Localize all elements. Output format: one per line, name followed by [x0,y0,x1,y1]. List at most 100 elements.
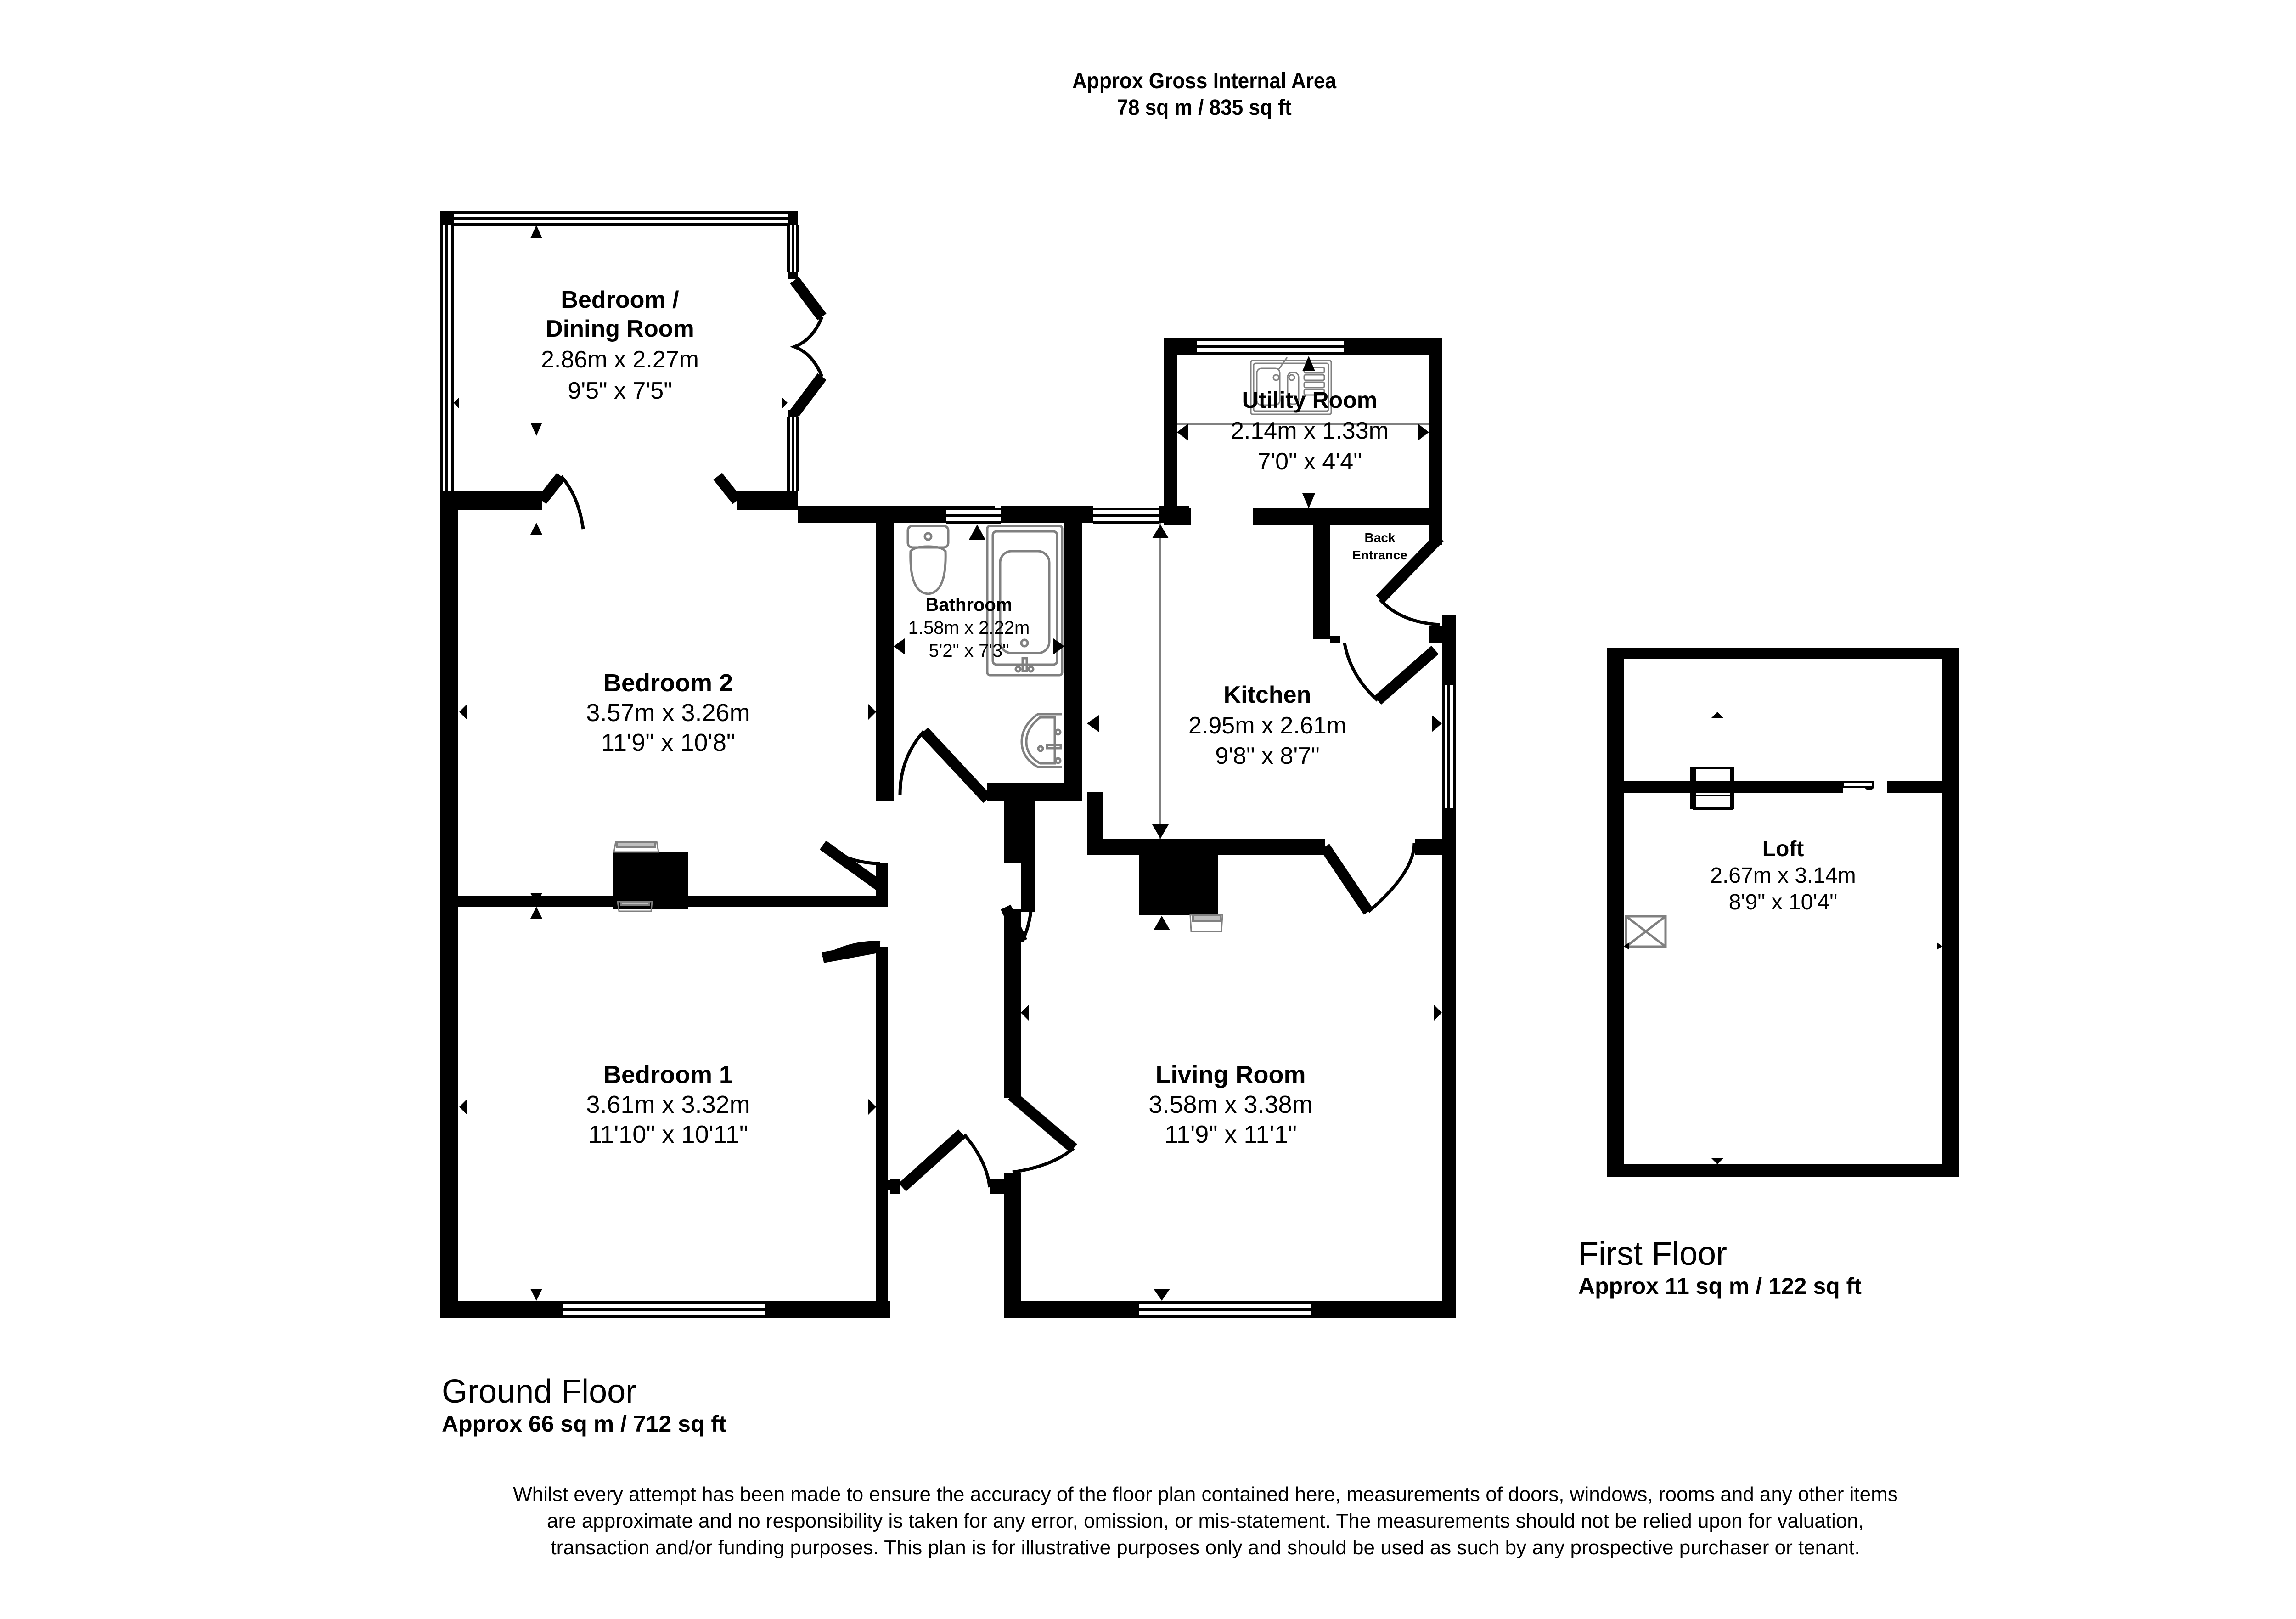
utility-room: Utility Room 2.14m x 1.33m 7'0" x 4'4" [1164,338,1442,545]
window-icon [1197,338,1344,355]
triangle-arrow-icon [530,225,542,238]
triangle-arrow-icon [454,397,459,409]
room-dimensions-imperial: 11'9" x 11'1" [1165,1121,1297,1148]
triangle-arrow-icon [1302,493,1315,508]
door-swing-icon[interactable] [822,941,882,963]
room-name: Bedroom 1 [603,1061,733,1089]
triangle-arrow-icon [1021,1004,1029,1021]
triangle-arrow-icon [1432,715,1442,732]
door-swing-icon[interactable] [1376,533,1444,626]
triangle-arrow-icon [459,1099,467,1115]
door-swing-icon[interactable] [1842,781,1874,790]
loft-hatch-icon [1625,915,1667,948]
triangle-arrow-icon [459,704,467,720]
corner-post [440,211,454,225]
room-name: Bedroom / [561,287,679,313]
triangle-arrow-icon [1154,916,1170,930]
gia-total-area: 78 sq m / 835 sq ft [1117,96,1292,120]
room-name: Loft [1762,837,1804,861]
loft-label: Loft 2.67m x 3.14m 8'9" x 10'4" [1607,836,1959,916]
triangle-arrow-icon [1711,1158,1723,1164]
room-dimensions-metric: 2.86m x 2.27m [541,346,699,373]
bedroom-2: Bedroom 2 3.57m x 3.26m 11'9" x 10'8" [459,523,876,905]
triangle-arrow-icon [1152,525,1169,538]
door-swing-icon[interactable] [1008,1091,1077,1174]
disclaimer-text: Whilst every attempt has been made to en… [513,1483,1898,1559]
window-icon [440,225,454,491]
room-dimensions-imperial: 8'9" x 10'4" [1728,890,1838,914]
triangle-arrow-icon [1937,942,1942,950]
room-dimensions-imperial: 11'10" x 10'11" [588,1121,748,1148]
first-floor-plan [1607,648,1959,1177]
window-icon [563,1301,765,1318]
room-name: Living Room [1156,1061,1306,1089]
window-icon [1093,508,1159,524]
ground-floor-plan: Bedroom / Dining Room 2.86m x 2.27m 9'5"… [440,211,1456,1318]
living-room: Living Room 3.58m x 3.38m 11'9" x 11'1" [1021,916,1442,1301]
triangle-arrow-icon [530,423,542,436]
bedroom-1: Bedroom 1 3.61m x 3.32m 11'10" x 10'11" [459,907,876,1301]
room-dimensions-metric: 2.95m x 2.61m [1188,712,1346,739]
room-dimensions-imperial: 5'2" x 7'3" [929,641,1009,661]
floor-area: Approx 11 sq m / 122 sq ft [1578,1273,1862,1299]
triangle-arrow-icon [1053,638,1064,654]
window-icon [787,410,799,491]
room-dimensions-imperial: 11'9" x 10'8" [601,729,735,756]
floor-title: First Floor [1578,1235,1727,1272]
corner-post [788,211,798,225]
window-icon [1442,685,1456,808]
front-door[interactable] [890,1129,1004,1194]
gross-internal-area: Approx Gross Internal Area 78 sq m / 835… [96,68,2296,121]
door-swing-icon[interactable] [819,841,884,891]
triangle-arrow-icon [1087,715,1099,732]
room-dimensions-imperial: 9'8" x 8'7" [1215,743,1319,769]
loft [1624,712,1942,1164]
door-swing-icon[interactable] [537,473,742,530]
loft-ladder-icon [1690,767,1734,810]
triangle-arrow-icon [1177,423,1188,441]
triangle-arrow-icon [894,638,905,654]
door-swing-icon[interactable] [1343,643,1439,705]
room-dimensions-metric: 2.14m x 1.33m [1231,417,1389,444]
room-dimensions-imperial: 9'5" x 7'5" [568,378,672,404]
triangle-arrow-icon [969,525,985,540]
triangle-arrow-icon [530,523,542,535]
room-name: Dining Room [546,316,694,342]
toilet-icon [906,525,950,595]
triangle-arrow-icon [530,907,542,919]
bedroom-dining-room: Bedroom / Dining Room 2.86m x 2.27m 9'5"… [440,211,827,491]
triangle-arrow-icon [1154,1289,1170,1301]
room-dimensions-metric: 1.58m x 2.22m [908,618,1030,638]
bath-icon [986,525,1064,677]
basin-icon [1020,713,1062,768]
triangle-arrow-icon [1152,824,1169,839]
door-swing-icon[interactable] [790,276,827,417]
triangle-arrow-icon [1418,423,1429,441]
ground-floor-caption: Ground Floor Approx 66 sq m / 712 sq ft [442,1373,726,1438]
chimney-breast [1139,855,1218,915]
room-dimensions-metric: 3.58m x 3.38m [1148,1091,1312,1118]
door-swing-icon[interactable] [1320,842,1416,915]
window-icon [946,508,1001,524]
gia-title: Approx Gross Internal Area [1072,69,1337,93]
room-name: Bathroom [926,595,1013,615]
floor-area: Approx 66 sq m / 712 sq ft [442,1411,726,1437]
triangle-arrow-icon [1711,712,1723,718]
door-swing-icon[interactable] [898,727,991,803]
chimney-breast [613,852,688,909]
room-name: Kitchen [1224,682,1311,708]
triangle-arrow-icon [1434,1004,1442,1021]
room-dimensions-metric: 3.57m x 3.26m [586,699,750,727]
back-entrance: Back Entrance [1313,525,1448,705]
room-dimensions-metric: 2.67m x 3.14m [1710,863,1856,888]
triangle-arrow-icon [782,397,788,409]
triangle-arrow-icon [868,1099,876,1115]
room-name: Back [1365,530,1396,545]
fireplace-icon [1189,914,1223,932]
room-name: Utility Room [1242,387,1377,413]
fireplace-icon [613,841,659,912]
floor-title: Ground Floor [442,1373,637,1410]
bathroom: Bathroom 1.58m x 2.22m 5'2" x 7'3" [894,525,1064,768]
room-dimensions-imperial: 7'0" x 4'4" [1257,448,1362,475]
